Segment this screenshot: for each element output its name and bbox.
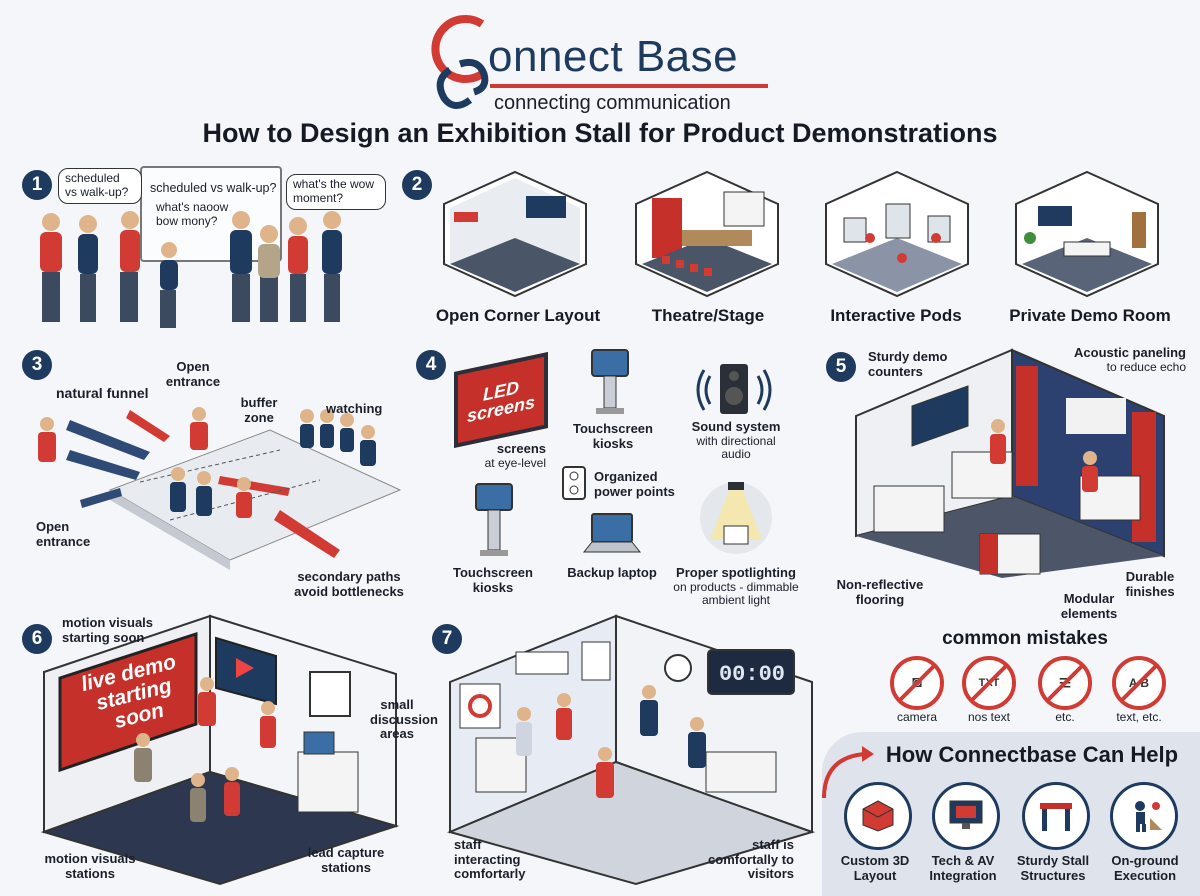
logo-mark-icon — [431, 15, 489, 109]
watching-label: watching — [326, 401, 383, 416]
modular-label: Modular elements — [1060, 591, 1118, 621]
letters-icon: A B — [1112, 656, 1166, 710]
led-screen: LED screens — [454, 352, 548, 448]
truss-icon — [1022, 782, 1090, 850]
page-title: How to Design an Exhibition Stall for Pr… — [202, 118, 998, 148]
staff-interacting-label: staff interacting comfortarly — [454, 837, 526, 882]
clock-display: 00:00 — [718, 662, 785, 687]
speaker-icon — [696, 364, 772, 414]
open-entrance-label: Open entrance — [165, 359, 221, 389]
traffic-flow-illustration — [38, 407, 402, 570]
logo-tagline: connecting communication — [494, 92, 731, 114]
monitor-icon — [932, 782, 1000, 850]
step-badge-3: 3 — [22, 350, 52, 380]
discussion-areas-label: small discussion areas — [370, 697, 438, 742]
buffer-zone-label: buffer zone — [240, 395, 278, 425]
speech-bubble: scheduled vs walk-up? — [58, 168, 142, 204]
staff-comfortable-label: staff is comfortally to visitors — [708, 837, 794, 882]
step-badge-5: 5 — [826, 352, 856, 382]
durable-label: Durable finishes — [1125, 569, 1175, 599]
kiosk-label: Touchscreen kiosks — [573, 421, 653, 451]
led-screen-text: LED screens — [466, 377, 536, 427]
layout-open-corner-illustration — [443, 170, 587, 298]
demo-stage-illustration — [40, 614, 400, 886]
layout-label: Open Corner Layout — [435, 306, 601, 325]
kiosk-icon — [475, 483, 513, 556]
step-badge-4: 4 — [416, 350, 446, 380]
layout-label: Theatre/Stage — [651, 306, 765, 325]
layout-pods-illustration — [825, 170, 969, 298]
help-label: Custom 3D Layout — [840, 853, 910, 883]
step-badge-7: 7 — [432, 624, 462, 654]
speech-bubble: scheduled vs walk-up? — [150, 181, 277, 195]
lead-capture-label: lead capture stations — [307, 845, 385, 875]
speech-bubble: what's naoow bow mony? — [156, 200, 229, 228]
help-heading: How Connectbase Can Help — [885, 742, 1179, 767]
power-points-label: Organized power points — [594, 469, 675, 499]
motion-visuals-stations-label: motion visuals stations — [44, 851, 136, 881]
kiosk-icon — [591, 349, 629, 414]
motion-visuals-label: motion visuals starting soon — [62, 615, 154, 645]
mistakes-heading: common mistakes — [942, 628, 1108, 649]
help-label: Tech & AV Integration — [929, 853, 997, 883]
curved-arrow-icon — [822, 746, 874, 799]
step-badge-1: 1 — [22, 170, 52, 200]
mistake-label: camera — [896, 710, 937, 724]
demo-booth-illustration — [855, 348, 1165, 578]
natural-funnel-label: natural funnel — [56, 385, 149, 401]
power-outlet-icon — [562, 466, 586, 500]
team-illustration — [40, 211, 342, 328]
camera-icon: ◙ — [890, 656, 944, 710]
logo: onnect Base connecting communication — [428, 14, 778, 114]
logo-underline — [490, 84, 768, 88]
logo-brand: onnect Base — [488, 32, 739, 81]
flooring-label: Non-reflective flooring — [836, 577, 924, 607]
open-entrance-label: Open entrance — [36, 519, 91, 549]
mistake-label: nos text — [967, 710, 1011, 724]
laptop-icon — [582, 513, 642, 553]
mistake-label: etc. — [1055, 710, 1075, 724]
laptop-label: Backup laptop — [567, 565, 657, 580]
kiosk-label: Touchscreen kiosks — [453, 565, 533, 595]
secondary-paths-label: secondary paths avoid bottlenecks — [294, 569, 404, 599]
layout-label: Private Demo Room — [1009, 306, 1171, 325]
help-label: On-ground Execution — [1111, 853, 1179, 883]
cube-icon — [844, 782, 912, 850]
document-icon: ≡ — [1038, 656, 1092, 710]
layout-theatre-illustration — [635, 170, 779, 298]
staff-interaction-illustration — [446, 614, 816, 886]
text-window-icon: TXT — [962, 656, 1016, 710]
layout-private-room-illustration — [1015, 170, 1159, 298]
speech-bubble: what's the wow moment? — [286, 174, 386, 210]
layout-label: Interactive Pods — [830, 306, 962, 325]
spotlight-icon — [700, 482, 772, 554]
demo-counters-label: Sturdy demo counters — [868, 349, 948, 379]
step-badge-2: 2 — [402, 170, 432, 200]
step-badge-6: 6 — [22, 624, 52, 654]
help-label: Sturdy Stall Structures — [1016, 853, 1090, 883]
mistake-label: text, etc. — [1116, 710, 1162, 724]
worker-icon — [1110, 782, 1178, 850]
